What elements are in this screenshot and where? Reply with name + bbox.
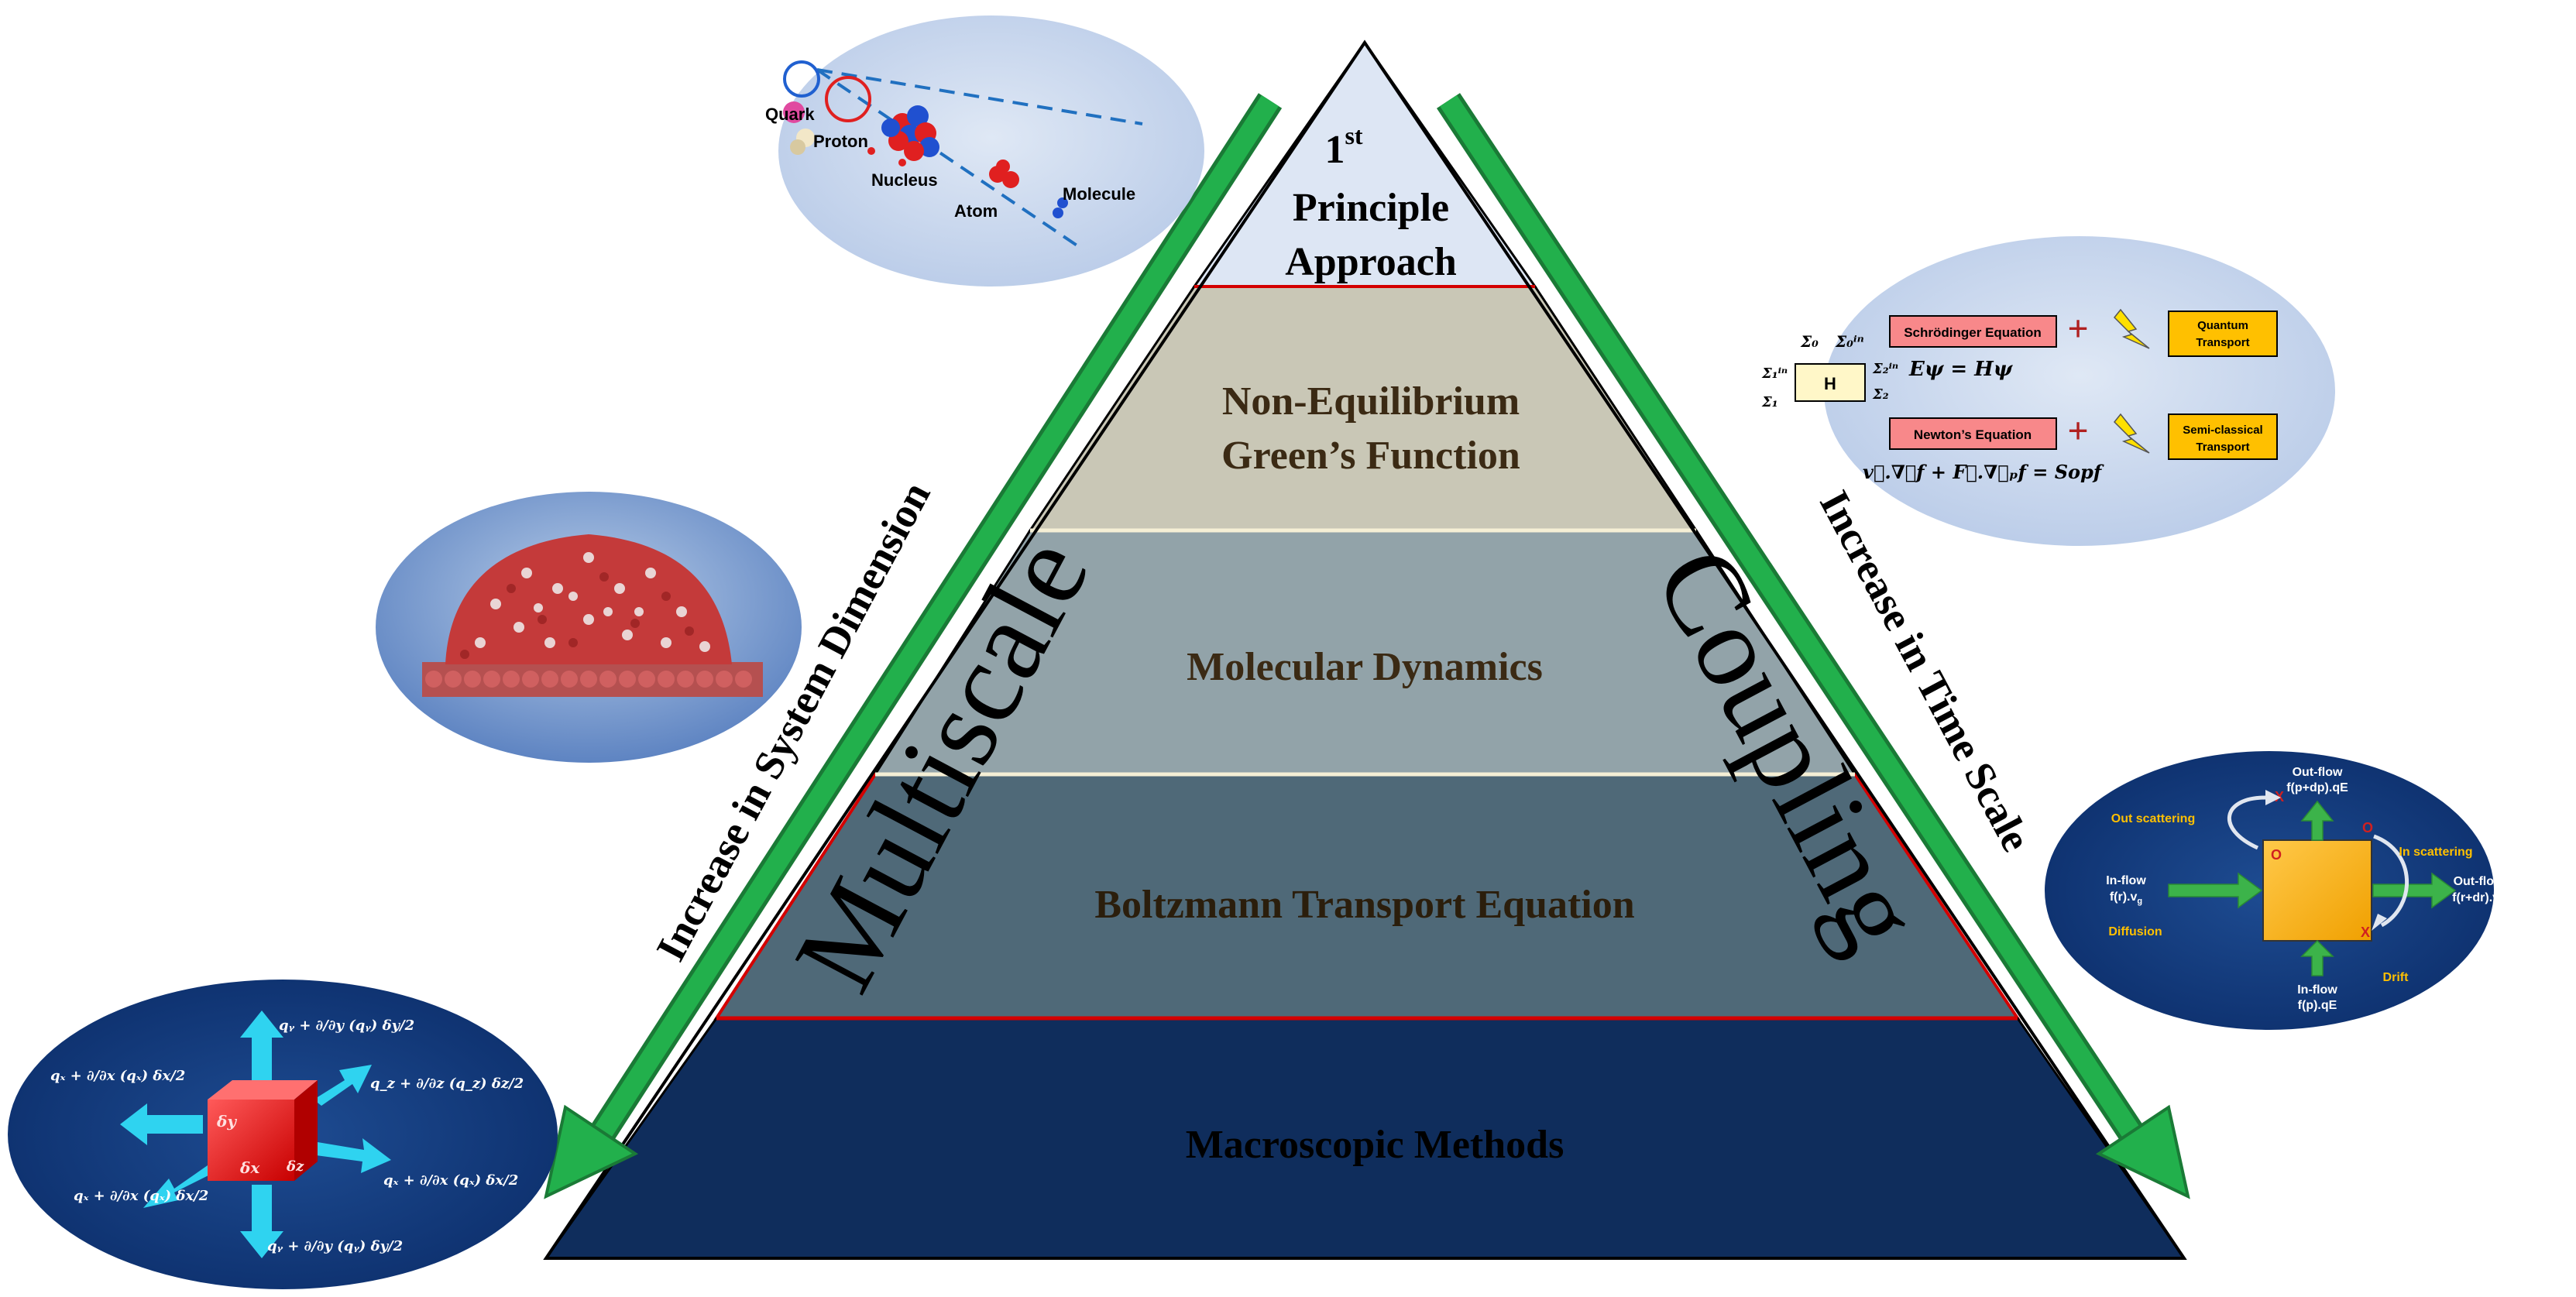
tier3-label: Molecular Dynamics: [1187, 645, 1543, 689]
cube-dx: δx: [239, 1158, 260, 1177]
tier1-line3: Approach: [1285, 240, 1457, 284]
quantum-line1: Quantum: [2197, 319, 2248, 332]
heat-flux-panel: δy δx δz qᵧ + ∂/∂y (qᵧ) δy/2 qₓ + ∂/∂x (…: [8, 980, 558, 1289]
flux-left-bottom: qₓ + ∂/∂x (qₓ) δx/2: [74, 1188, 208, 1204]
box-x-bottom: X: [2361, 925, 2370, 940]
out-flow-top-eq: f(p+dp).qE: [2286, 781, 2348, 794]
substrate-atoms: [425, 671, 752, 688]
equations-panel: H Σ₀ Σ₀ⁱⁿ Σ₁ⁱⁿ Σ₁ Σ₂ⁱⁿ Σ₂ Schrödinger Eq…: [1761, 236, 2335, 546]
tier4-label: Boltzmann Transport Equation: [1094, 883, 1634, 927]
flux-top: qᵧ + ∂/∂y (qᵧ) δy/2: [279, 1017, 414, 1034]
in-scattering-curve: [2373, 834, 2409, 928]
equation-1: Eψ = Hψ: [1908, 358, 2014, 381]
tier1-line1: 1st: [1324, 122, 1362, 172]
semi-line1: Semi-classical: [2183, 424, 2262, 437]
plus-icon-1: +: [2067, 308, 2088, 349]
pyramid: 1st Principle Approach Non-Equilibrium G…: [543, 39, 2187, 1260]
schrodinger-box: [1889, 315, 2057, 348]
cube-dz: δz: [286, 1158, 304, 1175]
flux-right-bottom: qₓ + ∂/∂x (qₓ) δx/2: [383, 1172, 518, 1189]
flux-arrows: [120, 1010, 391, 1258]
label-molecule: Molecule: [1063, 184, 1135, 204]
hamiltonian-box: [1795, 363, 1866, 402]
plus-icon-2: +: [2067, 410, 2088, 451]
label-nucleus: Nucleus: [871, 170, 938, 190]
label-proton: Proton: [813, 132, 868, 151]
bte-flow-panel: O O X X Out-flow f(p+dp).qE Out scatteri…: [2045, 751, 2505, 1030]
atom-scale-panel: Quark Proton Nucleus Atom Molecule: [765, 15, 1204, 287]
left-arrow: [544, 93, 1283, 1199]
newton-label: Newton’s Equation: [1914, 427, 2032, 442]
in-flow-left: In-flow: [2106, 874, 2146, 887]
svg-text:Σ₂ⁱⁿ: Σ₂ⁱⁿ: [1872, 361, 1898, 377]
quark-ring-icon: [783, 60, 820, 98]
in-flow-bottom: In-flow: [2297, 983, 2337, 997]
hamiltonian-label: H: [1824, 374, 1836, 393]
right-arrow: [1436, 93, 2190, 1199]
flow-arrows: [2168, 800, 2457, 976]
label-quark: Quark: [765, 105, 815, 124]
box-x-top: X: [2275, 789, 2284, 805]
equation-2: v⃗.∇⃗f + F⃗.∇⃗ₚf = Sopf: [1863, 461, 2104, 483]
lightning-icon-1: [2113, 308, 2150, 349]
drift-label: Drift: [2383, 971, 2409, 984]
newton-box: [1889, 417, 2057, 450]
out-flow-right-eq: f(r+dr).vg: [2452, 891, 2505, 907]
phase-space-box: [2262, 839, 2372, 942]
flux-bottom: qᵧ + ∂/∂y (qᵧ) δy/2: [267, 1238, 403, 1254]
lightning-icon-2: [2113, 413, 2150, 454]
semi-line2: Transport: [2196, 441, 2249, 454]
in-flow-bottom-eq: f(p).qE: [2298, 999, 2337, 1012]
tier5-label: Macroscopic Methods: [1186, 1123, 1564, 1167]
tier2-line2: Green’s Function: [1221, 434, 1520, 478]
control-volume-cube: [208, 1080, 318, 1181]
svg-text:Σ₂: Σ₂: [1872, 386, 1889, 403]
quantum-transport-box: [2168, 311, 2278, 357]
tier2-line1: Non-Equilibrium: [1222, 379, 1520, 424]
box-o-right: O: [2362, 820, 2373, 836]
svg-text:Σ₁: Σ₁: [1761, 394, 1778, 410]
svg-text:Σ₁ⁱⁿ: Σ₁ⁱⁿ: [1761, 365, 1788, 382]
semiclassical-box: [2168, 413, 2278, 460]
molecule-icon: [1057, 197, 1068, 208]
schrodinger-label: Schrödinger Equation: [1904, 325, 2042, 340]
diffusion-label: Diffusion: [2108, 925, 2162, 938]
svg-text:Σ₀ⁱⁿ: Σ₀ⁱⁿ: [1835, 332, 1864, 351]
flux-right-top: q_z + ∂/∂z (q_z) δz/2: [370, 1076, 524, 1092]
out-scattering-curve: [2227, 795, 2266, 850]
out-flow-right: Out-flow: [2454, 875, 2504, 888]
svg-text:Σ₀: Σ₀: [1800, 332, 1819, 351]
in-flow-left-eq: f(r).vg: [2110, 890, 2142, 906]
cube-dy: δy: [216, 1112, 237, 1131]
md-droplet-panel: [376, 492, 802, 763]
nucleus-icon: [881, 105, 939, 161]
box-o-left: O: [2271, 847, 2282, 863]
quantum-line2: Transport: [2196, 336, 2249, 349]
proton-ring-icon: [825, 76, 871, 122]
in-scattering-label: In scattering: [2399, 846, 2472, 859]
out-flow-top: Out-flow: [2293, 766, 2343, 779]
out-scattering-label: Out scattering: [2111, 812, 2195, 825]
tier1-line2: Principle: [1293, 186, 1449, 230]
label-atom: Atom: [954, 201, 998, 221]
flux-left-top: qₓ + ∂/∂x (qₓ) δx/2: [50, 1068, 185, 1084]
